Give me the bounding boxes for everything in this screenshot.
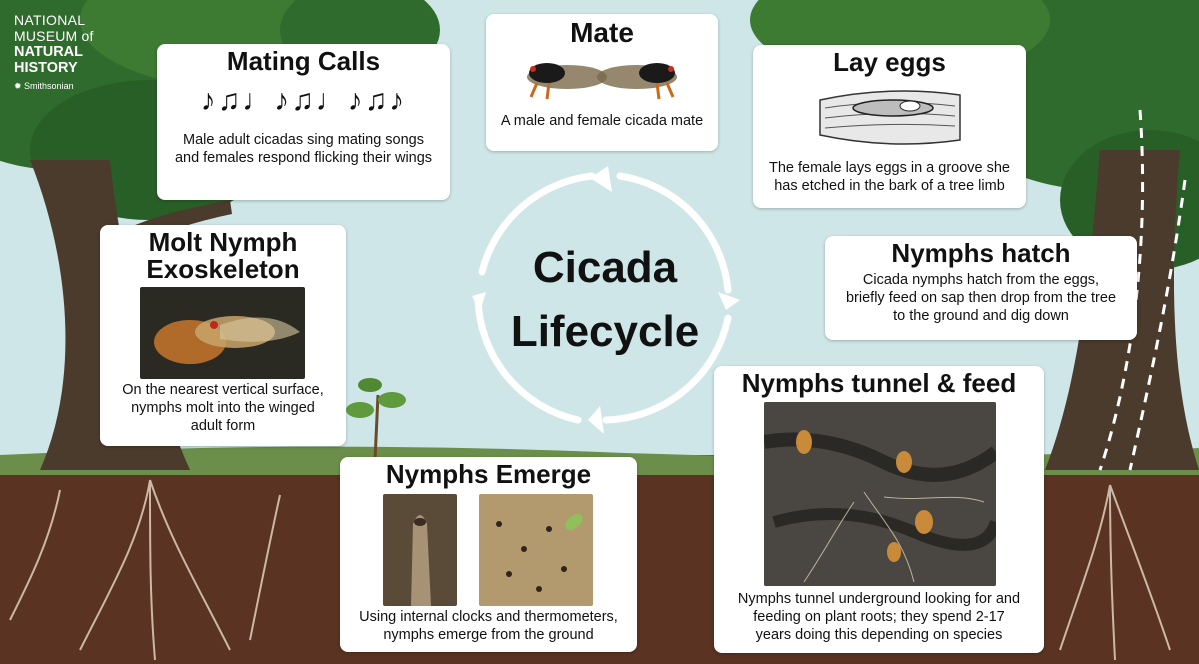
emergence-turret-photo xyxy=(383,494,457,606)
card-text-line-1: Cicada nymphs hatch from the eggs, xyxy=(862,272,1100,289)
cycle-arrows xyxy=(474,172,732,424)
emergence-holes-photo xyxy=(479,494,593,606)
card-title-line-2: Exoskeleton xyxy=(146,254,300,285)
card-nymphs-hatch[interactable]: Nymphs hatch Cicada nymphs hatch from th… xyxy=(825,236,1137,340)
card-text-line-3: adult form xyxy=(190,418,256,434)
museum-logo[interactable]: NATIONAL MUSEUM of NATURAL HISTORY ✹ Smi… xyxy=(14,12,94,94)
seedling xyxy=(346,378,406,461)
sun-icon: ✹ xyxy=(14,81,25,91)
card-molt[interactable]: Molt Nymph Exoskeleton On the nearest ve… xyxy=(100,225,346,446)
card-mating-calls[interactable]: Mating Calls ♪♫♩♪♫♩♪♫♪ Male adult cicada… xyxy=(157,44,450,200)
center-title-line-1: Cicada xyxy=(532,243,678,292)
card-text-line-1: On the nearest vertical surface, xyxy=(122,382,324,398)
card-title: Mate xyxy=(570,17,634,48)
card-title: Nymphs Emerge xyxy=(385,459,592,489)
card-text-line-2: feeding on plant roots; they spend 2-17 xyxy=(753,609,1005,625)
roots xyxy=(9,479,1171,661)
card-text: A male and female cicada mate xyxy=(500,113,704,130)
tunnel-photo xyxy=(764,402,996,586)
card-text-line-1: Nymphs tunnel underground looking for an… xyxy=(737,591,1021,607)
music-notes-icon: ♪♫♩♪♫♩♪♫♪ xyxy=(200,84,407,118)
card-lay-eggs[interactable]: Lay eggs The female lays eggs in a groov… xyxy=(753,45,1026,208)
card-title: Lay eggs xyxy=(833,47,946,77)
card-text-line-2: nymphs emerge from the ground xyxy=(383,627,594,643)
logo-line-3: NATURAL xyxy=(14,44,83,60)
card-title: Nymphs hatch xyxy=(891,238,1071,268)
card-text-line-2: and females respond flicking their wings xyxy=(174,150,433,167)
card-text-line-2: nymphs molt into the winged xyxy=(131,400,315,416)
card-text-line-3: to the ground and dig down xyxy=(893,308,1069,325)
logo-smithsonian: ✹ Smithsonian xyxy=(14,78,94,94)
logo-line-2: MUSEUM of xyxy=(14,28,94,44)
logo-line-1: NATIONAL xyxy=(14,12,86,28)
logo-line-4: HISTORY xyxy=(14,60,78,76)
card-text-line-3: years doing this depending on species xyxy=(755,627,1003,643)
egg-groove-illustration xyxy=(818,90,961,146)
card-nymphs-emerge[interactable]: Nymphs Emerge Using internal clocks and … xyxy=(340,457,637,652)
card-text-line-1: Male adult cicadas sing mating songs xyxy=(183,132,424,149)
card-mate[interactable]: Mate A male and female cicada mate xyxy=(486,14,718,151)
card-title: Nymphs tunnel & feed xyxy=(741,368,1017,398)
card-text-line-1: The female lays eggs in a groove she xyxy=(769,160,1010,177)
card-text-line-2: briefly feed on sap then drop from the t… xyxy=(845,290,1117,307)
card-text-line-2: has etched in the bark of a tree limb xyxy=(774,178,1005,195)
molting-cicada-photo xyxy=(140,287,305,379)
mating-cicadas-icon xyxy=(527,63,677,100)
center-title: Cicada Lifecycle xyxy=(495,236,715,364)
drop-path xyxy=(1128,179,1187,471)
card-title-line-1: Molt Nymph xyxy=(148,227,298,257)
card-title: Mating Calls xyxy=(226,46,381,76)
smithsonian-label: Smithsonian xyxy=(24,81,74,91)
center-title-line-2: Lifecycle xyxy=(510,307,700,356)
cycle-arrowheads xyxy=(472,166,740,434)
card-text-line-1: Using internal clocks and thermometers, xyxy=(359,609,618,625)
card-nymphs-tunnel[interactable]: Nymphs tunnel & feed Nymphs tunnel under… xyxy=(714,366,1044,653)
